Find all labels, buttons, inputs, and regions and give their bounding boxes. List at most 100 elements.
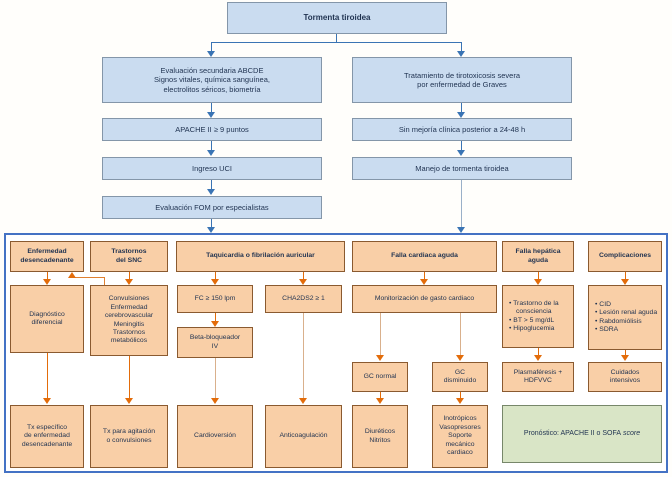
connector-taquicardia-chads	[303, 272, 304, 280]
node-ingreso-uci: Ingreso UCI	[102, 157, 322, 180]
arrowhead-to-fc	[211, 279, 219, 285]
connector-chads-anticoagulacion	[303, 313, 304, 398]
node-beta-bloqueador: Beta-bloqueador IV	[177, 327, 253, 358]
node-tx-especifico: Tx específico de enfermedad desencadenan…	[10, 405, 84, 468]
arrowhead-to-signos	[534, 279, 542, 285]
arrowhead-to-anticoagulacion	[299, 398, 307, 404]
arrowhead-to-fom	[207, 189, 215, 195]
header-complicaciones: Complicaciones	[588, 241, 662, 272]
bullet-item: Trastorno de la consciencia	[509, 300, 571, 317]
node-tx-agitacion: Tx para agitación o convulsiones	[90, 405, 168, 468]
arrowhead-to-tx-agitacion	[125, 398, 133, 404]
bullet-item: Rabdomiólisis	[595, 318, 644, 326]
connector-split-left	[211, 42, 212, 51]
node-sin-mejoria: Sin mejoría clínica posterior a 24-48 h	[352, 118, 572, 141]
node-chads: CHA2DS2 ≥ 1	[265, 285, 342, 313]
header-enfermedad-desencadenante: Enfermedad desencadenante	[10, 241, 84, 272]
connector-fc-beta	[215, 313, 216, 321]
bullet-item: BT > 5 mg/dL	[509, 317, 554, 325]
node-eval-secundaria: Evaluación secundaria ABCDE Signos vital…	[102, 57, 322, 103]
node-eval-fom: Evaluación FOM por especialistas	[102, 196, 322, 219]
connector-sinmejoria-manejo	[461, 141, 462, 150]
header-falla-cardiaca: Falla cardiaca aguda	[352, 241, 497, 272]
connector-fom-panel	[211, 219, 212, 227]
bullet-item: Hipoglucemia	[509, 325, 557, 333]
arrowhead-to-inotropicos	[456, 398, 464, 404]
arrowhead-to-cuidados	[621, 355, 629, 361]
node-diureticos-nitritos: Diuréticos Nitritos	[352, 405, 408, 468]
arrowhead-to-manejo	[457, 150, 465, 156]
node-tormenta-tiroidea: Tormenta tiroidea	[227, 2, 447, 34]
node-pronostico: Pronóstico: APACHE II o SOFA score	[502, 405, 662, 463]
header-falla-hepatica: Falla hepática aguda	[502, 241, 574, 272]
node-diagnostico-diferencial: Diagnóstico diferencial	[10, 285, 84, 353]
connector-snc-causas	[129, 272, 130, 280]
connector-monit-gcnormal	[380, 313, 381, 355]
bullet-item: CID	[595, 301, 614, 309]
connector-enfermedad-diagnostico	[47, 272, 48, 280]
bullet-item: Lesión renal aguda	[595, 309, 657, 317]
arrowhead-to-causas	[125, 279, 133, 285]
arrowhead-up-to-enfermedad	[68, 272, 76, 278]
connector-uci-fom	[211, 180, 212, 189]
pronostico-text: Pronóstico: APACHE II o SOFA	[523, 429, 622, 437]
arrowhead-to-monitorizacion	[420, 279, 428, 285]
connector-hepatica-signos	[538, 272, 539, 280]
connector-title-down	[336, 34, 337, 42]
node-inotropicos: Inotrópicos Vasopresores Soporte mecánic…	[432, 405, 488, 468]
node-gc-normal: GC normal	[352, 362, 408, 392]
connector-gcdisminuido-inotropicos	[460, 392, 461, 398]
node-causas-snc: Convulsiones Enfermedad cerebrovascular …	[90, 285, 168, 356]
arrowhead-to-sinmejoria	[457, 112, 465, 118]
pronostico-score-italic: score	[622, 429, 641, 437]
node-signos-hepaticos: Trastorno de la conscienciaBT > 5 mg/dLH…	[502, 285, 574, 348]
arrowhead-to-chads	[299, 279, 307, 285]
node-apache: APACHE II ≥ 9 puntos	[102, 118, 322, 141]
connector-eval-apache	[211, 103, 212, 112]
header-trastornos-snc: Trastornos del SNC	[90, 241, 168, 272]
connector-apache-uci	[211, 141, 212, 150]
arrowhead-to-tratamiento	[457, 51, 465, 57]
bullet-item: SDRA	[595, 326, 621, 334]
connector-tratamiento-sinmejoria	[461, 103, 462, 112]
node-cuidados-intensivos: Cuidados intensivos	[588, 362, 662, 392]
node-tratamiento-graves: Tratamiento de tirotoxicosis severa por …	[352, 57, 572, 103]
connector-lista-cuidados	[625, 350, 626, 355]
connector-split-horizontal	[211, 42, 462, 43]
node-fc-150: FC ≥ 150 lpm	[177, 285, 253, 313]
arrowhead-to-tx-especifico	[43, 398, 51, 404]
connector-elbow-horizontal	[72, 277, 105, 278]
arrowhead-to-eval-secundaria	[207, 51, 215, 57]
node-plasmaferesis: Plasmaféresis + HDFVVC	[502, 362, 574, 392]
connector-monit-gcdisminuido	[460, 313, 461, 355]
arrowhead-manejo-panel	[457, 227, 465, 233]
connector-complicaciones-lista	[625, 272, 626, 280]
arrowhead-to-gcdisminuido	[456, 355, 464, 361]
connector-beta-cardioversion	[215, 358, 216, 398]
arrowhead-to-uci	[207, 150, 215, 156]
node-monitorizacion: Monitorización de gasto cardiaco	[352, 285, 497, 313]
arrowhead-to-diureticos	[376, 398, 384, 404]
arrowhead-to-beta	[211, 321, 219, 327]
connector-causas-txagitacion	[129, 356, 130, 398]
connector-signos-plasmaferesis	[538, 348, 539, 355]
arrowhead-to-diagnostico	[43, 279, 51, 285]
connector-elbow-vertical	[104, 277, 105, 285]
node-cardioversion: Cardioversión	[177, 405, 253, 468]
node-anticoagulacion: Anticoagulación	[265, 405, 342, 468]
arrowhead-to-gcnormal	[376, 355, 384, 361]
arrowhead-to-lista	[621, 279, 629, 285]
arrowhead-to-apache	[207, 112, 215, 118]
connector-gcnormal-diureticos	[380, 392, 381, 398]
connector-split-right	[461, 42, 462, 51]
arrowhead-to-cardioversion	[211, 398, 219, 404]
arrowhead-fom-panel	[207, 227, 215, 233]
node-lista-complicaciones: CIDLesión renal agudaRabdomiólisisSDRA	[588, 285, 662, 350]
arrowhead-to-plasmaferesis	[534, 355, 542, 361]
node-manejo-tormenta: Manejo de tormenta tiroidea	[352, 157, 572, 180]
connector-cardiaca-monitorizacion	[424, 272, 425, 280]
header-taquicardia: Taquicardia o fibrilación auricular	[176, 241, 345, 272]
connector-manejo-panel	[461, 180, 462, 227]
connector-diagnostico-tx	[47, 353, 48, 398]
